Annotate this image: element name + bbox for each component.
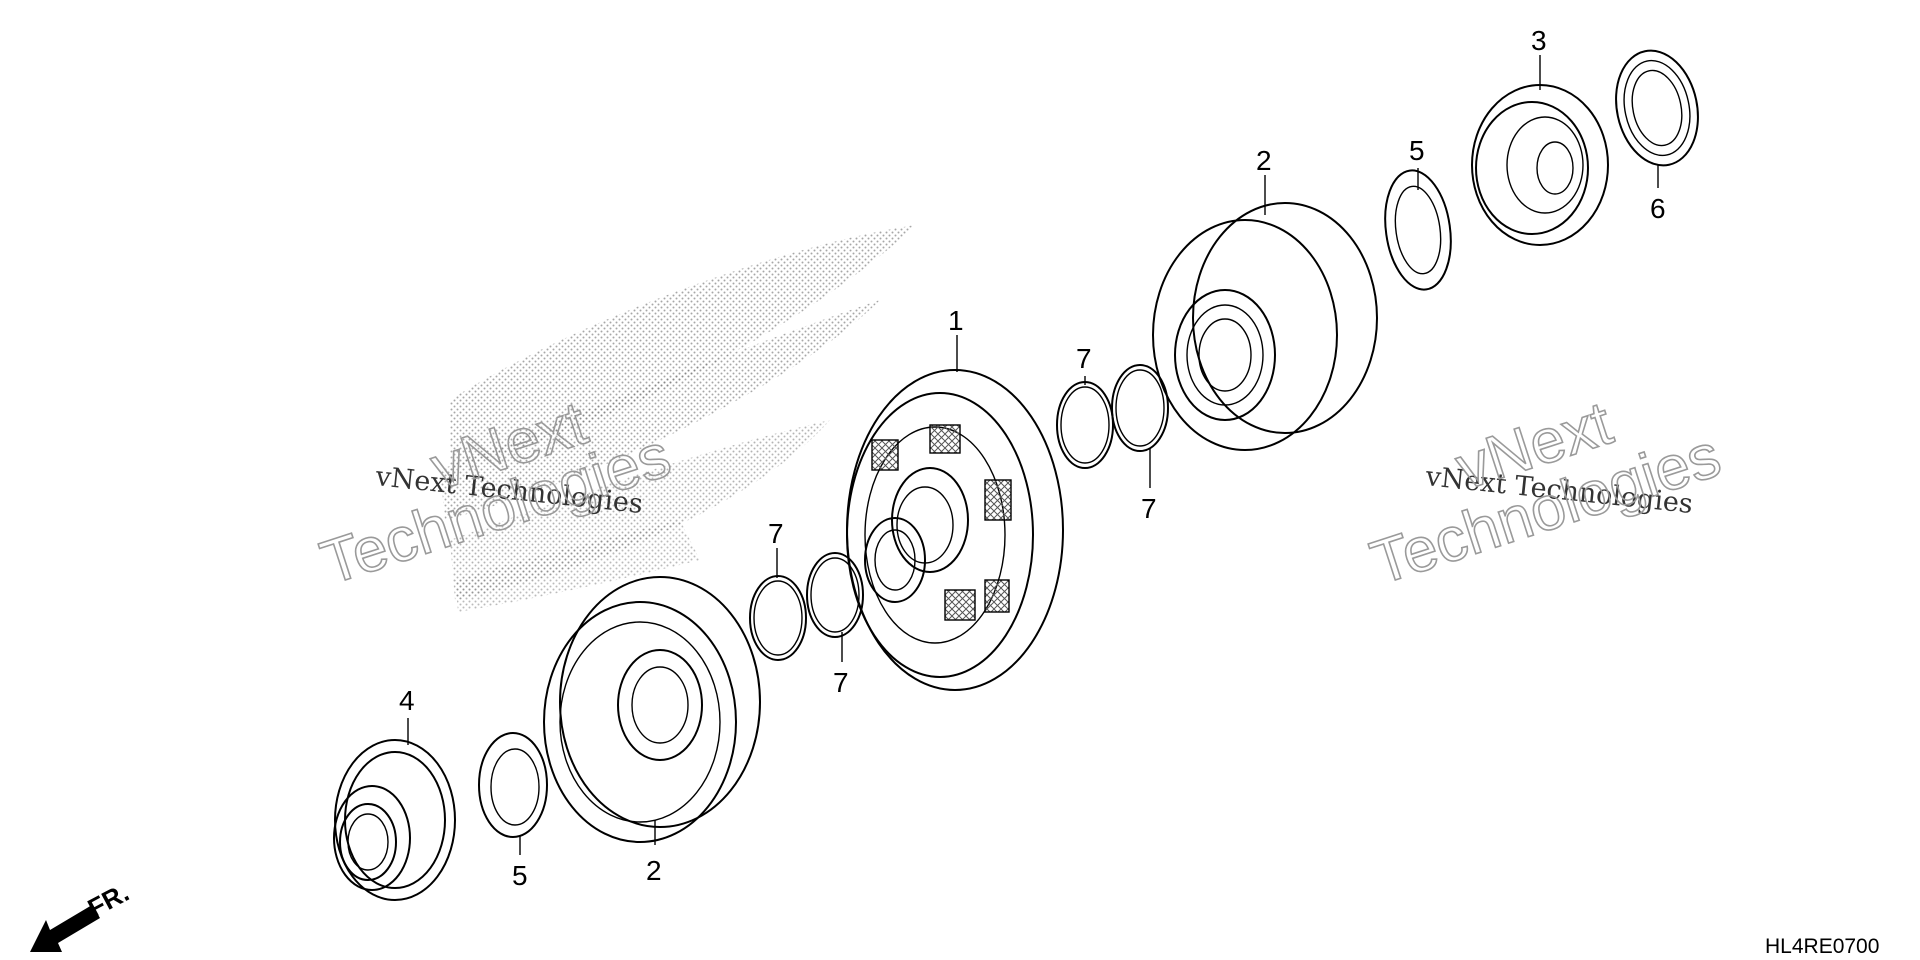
leader-lines (407, 55, 1659, 855)
watermark-right: vNext Technologies vNext Technologies (1362, 388, 1729, 599)
callout-2-upper: 2 (1256, 145, 1272, 176)
part-5-washer-upper (1384, 169, 1452, 291)
callout-labels: 1 2 2 3 4 5 5 6 7 7 7 7 (399, 25, 1666, 891)
part-3-gear (1471, 84, 1609, 246)
watermark-emblem (440, 225, 915, 612)
part-7-rings-upper (1056, 364, 1169, 469)
callout-5-upper: 5 (1409, 135, 1425, 166)
callout-7-a: 7 (768, 518, 784, 549)
part-7-rings-lower (749, 552, 864, 661)
front-direction-indicator: FR. (30, 877, 134, 952)
callout-5-lower: 5 (512, 860, 528, 891)
arrow-down-left-icon (30, 905, 100, 952)
part-6-bearing (1615, 49, 1699, 167)
callout-4: 4 (399, 685, 415, 716)
part-1-large-gear (846, 369, 1064, 691)
part-5-washer-lower (478, 732, 548, 838)
callout-7-d: 7 (1141, 493, 1157, 524)
part-2-clutch-upper (1152, 202, 1378, 451)
callout-6: 6 (1650, 193, 1666, 224)
callout-1: 1 (948, 305, 964, 336)
callout-3: 3 (1531, 25, 1547, 56)
part-2-clutch-lower (543, 576, 761, 843)
callout-2-lower: 2 (646, 855, 662, 886)
diagram-code: HL4RE0700 (1765, 935, 1879, 958)
callout-7-b: 7 (833, 667, 849, 698)
part-4-gear (333, 739, 456, 901)
callout-7-c: 7 (1076, 343, 1092, 374)
